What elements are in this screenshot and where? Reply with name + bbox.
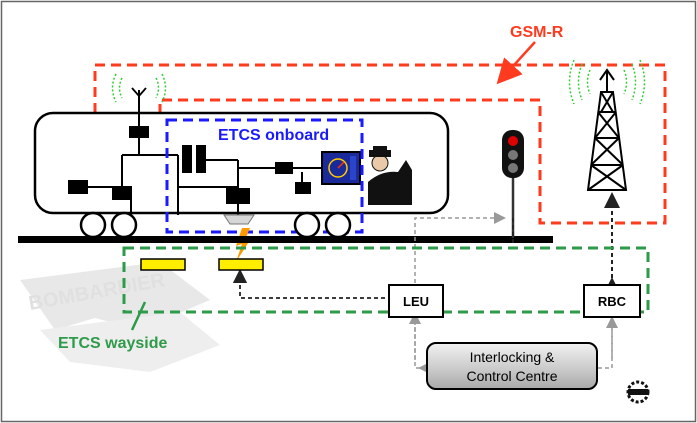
dmi-screen-icon [321,151,361,185]
bombardier-watermark: BOMBARDIER [20,262,220,372]
btm-unit [226,188,250,204]
interlocking-label-line2: Control Centre [466,368,557,384]
interlocking-label-line1: Interlocking & [470,349,555,365]
balise-antenna [223,214,255,225]
etcs-onboard-box [165,118,364,234]
gsmr-label: GSM-R [510,24,564,41]
dmi-unit [275,162,293,174]
gsmr-region [93,63,667,225]
balise-1 [140,258,186,271]
leu-box [388,284,444,318]
cab-mid-unit [112,186,132,200]
balise-2 [218,258,264,271]
antenna-module [129,126,149,138]
radio-tower-icon [586,68,628,191]
tower-radio-waves [568,59,646,105]
rail-track [18,236,553,243]
rbc-label: RBC [598,294,627,309]
wayside-pointer-line [130,301,147,331]
etcs-wayside-box [122,246,650,314]
evc-block-1 [182,145,192,173]
etcs-onboard-label: ETCS onboard [218,127,329,144]
driver-icon [368,146,412,205]
leu-label: LEU [403,294,429,309]
train-antenna-icon [111,73,167,108]
signal-icon [502,130,524,238]
rbc-box [583,284,641,318]
etcs-wayside-label: ETCS wayside [58,335,167,352]
cab-left-unit [68,180,88,194]
evc-block-2 [196,145,206,173]
leu-to-balise-arrow [232,268,392,299]
interlocking-box [426,342,598,390]
odometer-unit [295,182,311,194]
gsmr-pointer-arrow [496,41,536,85]
bombardier-small-logo-icon [626,380,650,404]
